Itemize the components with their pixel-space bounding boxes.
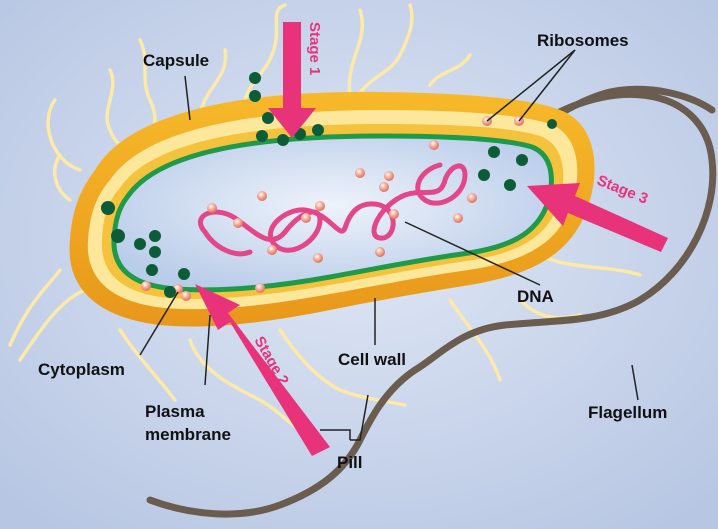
ribosome	[453, 213, 463, 223]
ribosome	[315, 201, 325, 211]
label-flagellum: Flagellum	[588, 403, 667, 422]
label-cytoplasm: Cytoplasm	[38, 360, 125, 379]
ribosome	[207, 203, 217, 213]
label-dna: DNA	[517, 287, 554, 306]
ribosome	[313, 253, 323, 263]
label-pill: Pill	[337, 453, 363, 472]
ribosome	[384, 171, 394, 181]
ribosome	[389, 209, 399, 219]
ribosome	[467, 193, 477, 203]
ribosome	[355, 168, 365, 178]
ribosome	[233, 218, 243, 228]
label-cell-wall: Cell wall	[338, 350, 406, 369]
ribosome	[429, 140, 439, 150]
ribosome	[375, 247, 385, 257]
label-stage1: Stage 1	[306, 22, 323, 75]
label-capsule: Capsule	[143, 51, 209, 70]
ribosome	[267, 245, 277, 255]
ribosome	[181, 291, 191, 301]
label-ribosomes: Ribosomes	[537, 31, 629, 50]
label-plasma-line2: membrane	[145, 425, 231, 444]
label-plasma-line1: Plasma	[145, 402, 205, 421]
ribosome	[141, 281, 151, 291]
ribosome	[255, 283, 265, 293]
ribosome	[301, 213, 311, 223]
ribosome	[257, 191, 267, 201]
ribosome	[379, 182, 389, 192]
